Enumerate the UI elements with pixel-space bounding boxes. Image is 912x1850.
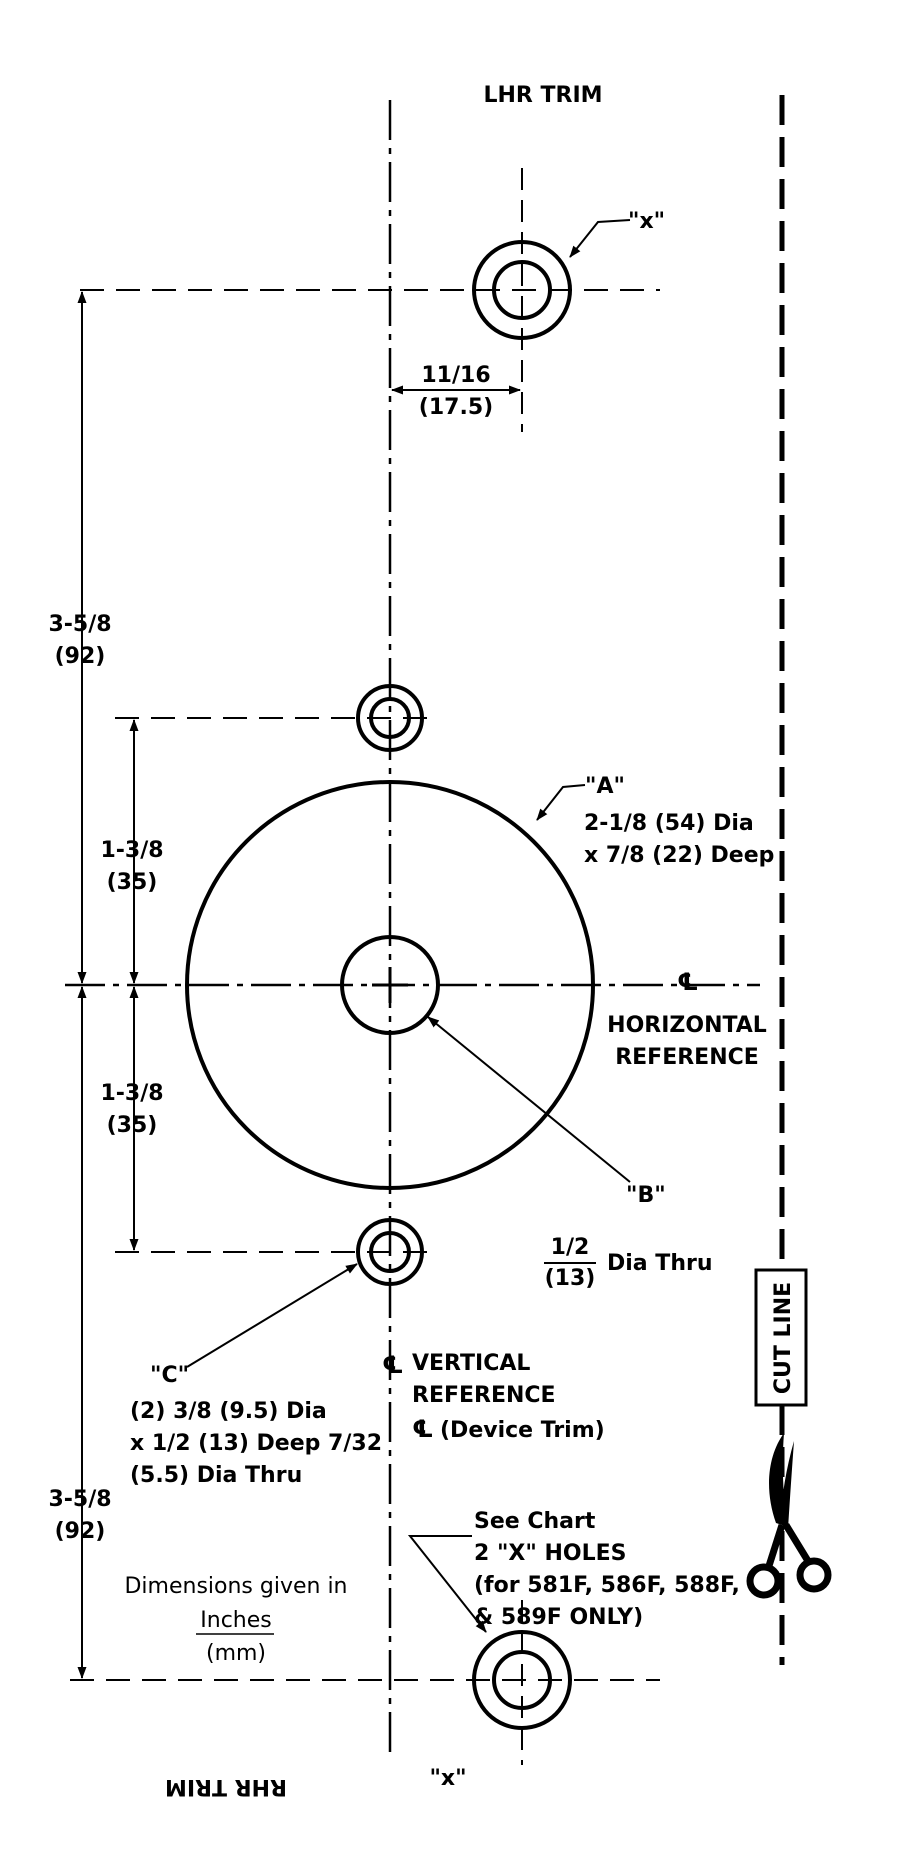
device-trim-label: (Device Trim) xyxy=(440,1418,605,1443)
upper-c-hole-outer xyxy=(356,684,424,752)
hole-b-frac-mm: (13) xyxy=(545,1266,596,1291)
rhr-trim-label: RHR TRIM xyxy=(165,1774,287,1799)
units-note-mm: (mm) xyxy=(206,1641,266,1666)
dim-11-16-mm: (17.5) xyxy=(419,395,493,420)
upper-c-hole-inner xyxy=(369,697,411,739)
hole-c-tag: "C" xyxy=(150,1363,189,1388)
horizontal-reference-line2: REFERENCE xyxy=(615,1045,759,1070)
vertical-reference-line1: VERTICAL xyxy=(412,1351,530,1376)
x-top-label: "x" xyxy=(628,209,665,234)
vertical-centerline-symbol: ℄ xyxy=(382,1351,404,1379)
lower-c-hole-outer xyxy=(356,1218,424,1286)
units-note-line1: Dimensions given in xyxy=(124,1574,347,1599)
hole-c-desc-line3: (5.5) Dia Thru xyxy=(130,1463,302,1488)
see-chart-line1: See Chart xyxy=(474,1509,596,1534)
hole-b-frac-inches: 1/2 xyxy=(551,1235,590,1260)
see-chart-line4: & 589F ONLY) xyxy=(474,1605,643,1630)
dim-1-3-8-lower-mm: (35) xyxy=(107,1113,158,1138)
see-chart-line3: (for 581F, 586F, 588F, xyxy=(474,1573,740,1598)
hole-b-circle xyxy=(340,935,440,1035)
dim-3-5-8-upper-mm: (92) xyxy=(55,644,106,669)
dim-3-5-8-lower-mm: (92) xyxy=(55,1519,106,1544)
hole-b-tag: "B" xyxy=(626,1183,666,1208)
hole-c-desc-line1: (2) 3/8 (9.5) Dia xyxy=(130,1399,327,1424)
hole-c-desc-line2: x 1/2 (13) Deep 7/32 xyxy=(130,1431,382,1456)
lower-c-hole-inner xyxy=(369,1231,411,1273)
hole-a-circle xyxy=(185,780,595,1190)
leader-a xyxy=(536,784,586,821)
cut-line-box xyxy=(754,1268,808,1407)
vertical-reference-line2: REFERENCE xyxy=(412,1383,556,1408)
dim-1-3-8-lower-inches: 1-3/8 xyxy=(100,1081,163,1106)
device-trim-centerline-symbol: ℄ xyxy=(412,1415,434,1443)
horizontal-centerline-symbol: ℄ xyxy=(677,968,699,996)
horizontal-reference-line1: HORIZONTAL xyxy=(607,1013,767,1038)
scissors-icon xyxy=(746,1433,832,1599)
hole-b-desc: Dia Thru xyxy=(607,1251,713,1276)
dim-3-5-8-lower-inches: 3-5/8 xyxy=(48,1487,111,1512)
dim-11-16-inches: 11/16 xyxy=(421,363,490,388)
leader-c xyxy=(186,1263,358,1368)
leader-see-chart xyxy=(407,1535,487,1633)
units-note-inches: Inches xyxy=(200,1608,271,1633)
leader-b xyxy=(427,1016,631,1183)
dim-3-5-8-upper-inches: 3-5/8 xyxy=(48,612,111,637)
dim-1-3-8-upper-inches: 1-3/8 xyxy=(100,838,163,863)
lhr-trim-label: LHR TRIM xyxy=(483,83,602,108)
hole-a-desc-line1: 2-1/8 (54) Dia xyxy=(584,811,754,836)
leader-x-top xyxy=(569,219,631,258)
see-chart-line2: 2 "X" HOLES xyxy=(474,1541,627,1566)
dim-1-3-8-upper-mm: (35) xyxy=(107,870,158,895)
hole-a-desc-line2: x 7/8 (22) Deep xyxy=(584,843,774,868)
cut-line-label: CUT LINE xyxy=(771,1282,796,1394)
hole-a-tag: "A" xyxy=(585,774,625,799)
x-bottom-label: "x" xyxy=(429,1766,466,1791)
